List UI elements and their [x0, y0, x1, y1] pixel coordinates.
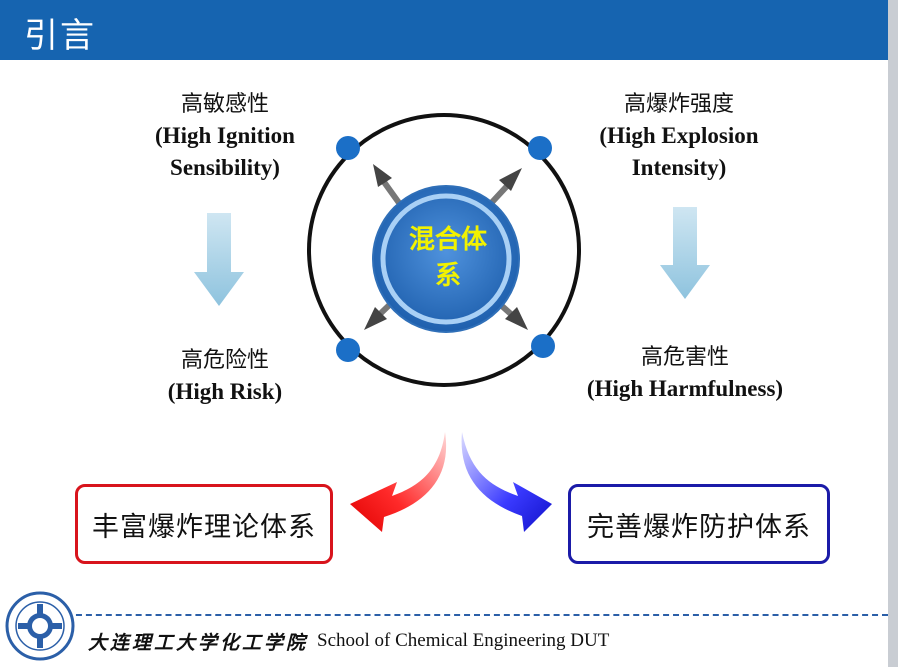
- footer-divider: [66, 614, 888, 616]
- footer-school-en: School of Chemical Engineering DUT: [317, 630, 610, 651]
- node-top-left: [336, 136, 360, 160]
- right-edge-strip: [888, 0, 898, 667]
- down-arrow-right: [660, 207, 710, 299]
- center-label-line2: 系: [434, 261, 461, 291]
- outcome-box-theory-text: 丰富爆炸理论体系: [92, 511, 316, 543]
- label-top-left-cn: 高敏感性: [180, 92, 269, 117]
- label-top-left: 高敏感性 (High Ignition Sensibility): [130, 90, 320, 184]
- center-label: 混合体 系: [380, 222, 516, 294]
- node-bottom-right: [531, 334, 555, 358]
- label-top-left-en2: Sensibility): [170, 155, 280, 180]
- header-bar: 引言: [0, 0, 888, 60]
- center-disc-ring: [380, 193, 512, 325]
- outcome-box-protection-text: 完善爆炸防护体系: [587, 511, 811, 543]
- label-top-right-en1: (High Explosion: [599, 123, 759, 148]
- label-bottom-right-en: (High Harmfulness): [586, 376, 784, 401]
- label-bottom-left-cn: 高危险性: [180, 348, 269, 373]
- center-label-line1: 混合体: [408, 225, 487, 255]
- outcome-box-theory: 丰富爆炸理论体系: [75, 484, 333, 564]
- label-top-right: 高爆炸强度 (High Explosion Intensity): [570, 90, 788, 184]
- outer-ring: [307, 113, 581, 387]
- footer-school-cn: 大连理工大学化工学院: [88, 632, 309, 654]
- page-title: 引言: [24, 16, 96, 56]
- label-top-right-en2: Intensity): [631, 155, 727, 180]
- university-seal-icon: [5, 591, 75, 661]
- label-bottom-right: 高危害性 (High Harmfulness): [560, 343, 810, 405]
- label-top-right-cn: 高爆炸强度: [623, 92, 734, 117]
- down-arrow-left: [194, 213, 244, 306]
- node-bottom-left: [336, 338, 360, 362]
- curved-arrow-blue: [461, 432, 552, 532]
- outcome-box-protection: 完善爆炸防护体系: [568, 484, 830, 564]
- center-disc-outer: [372, 185, 520, 333]
- label-bottom-right-cn: 高危害性: [640, 345, 729, 370]
- label-bottom-left: 高危险性 (High Risk): [140, 346, 310, 408]
- curved-arrow-red: [350, 432, 447, 532]
- node-top-right: [528, 136, 552, 160]
- label-top-left-en1: (High Ignition: [155, 123, 295, 148]
- label-bottom-left-en: (High Risk): [167, 379, 283, 404]
